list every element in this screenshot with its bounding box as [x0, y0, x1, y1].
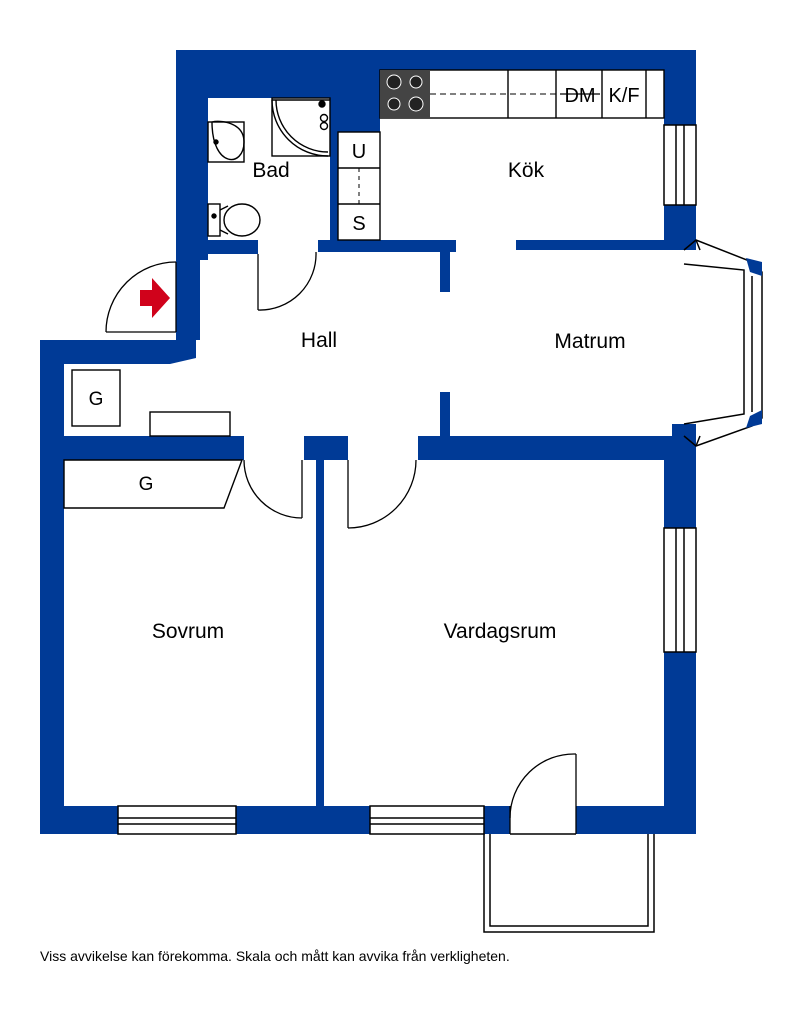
wardrobes — [63, 369, 244, 509]
fixture-label-kf: K/F — [608, 85, 639, 107]
wall-south-c — [484, 806, 510, 834]
wall-entrance — [40, 340, 196, 442]
wall-bath-right — [330, 70, 380, 132]
bay-window — [683, 239, 763, 447]
wall-entrance-post — [176, 250, 200, 340]
wardrobe-label-hall: G — [89, 389, 104, 410]
room-label-sovrum: Sovrum — [152, 620, 224, 643]
fixture-label-dm: DM — [564, 85, 595, 107]
wall-east-corner — [672, 424, 696, 460]
wall-mid-a — [40, 436, 244, 460]
bay-window-posts — [746, 258, 762, 428]
wall-bath-bottom-b — [318, 240, 456, 252]
fixture-label-u: U — [352, 141, 366, 163]
wall-mid-b — [304, 436, 348, 460]
toilet-icon — [207, 203, 261, 237]
room-label-hall: Hall — [301, 329, 337, 352]
entrance-arrow-icon — [140, 278, 170, 318]
wall-south-b — [236, 806, 370, 834]
disclaimer-text: Viss avvikelse kan förekomma. Skala och … — [40, 948, 510, 964]
room-label-vardagsrum: Vardagsrum — [444, 620, 557, 643]
room-label-bad: Bad — [252, 159, 289, 182]
wall-kitchen-right-upper — [664, 50, 696, 125]
balcony — [483, 833, 655, 933]
wall-east-lower — [664, 652, 696, 834]
wall-west — [40, 436, 64, 834]
room-label-kok: Kök — [508, 159, 545, 182]
shower-icon — [271, 97, 331, 157]
room-label-matrum: Matrum — [554, 330, 625, 353]
wall-top — [176, 50, 696, 70]
wall-divider — [316, 460, 324, 806]
doors — [105, 251, 577, 834]
wardrobe-label-sovrum: G — [139, 474, 154, 495]
fixture-label-s: S — [352, 213, 365, 235]
wall-kitchen-bottom — [516, 240, 696, 250]
sink-icon — [207, 120, 245, 163]
wall-bath-top-inner — [176, 70, 336, 98]
wall-stub-hall-lower — [440, 392, 450, 436]
wall-bath-right-lower — [330, 132, 338, 240]
stove-icon — [380, 70, 430, 118]
windows — [117, 124, 697, 835]
walls — [40, 50, 696, 834]
wall-stub-hall — [440, 250, 450, 292]
storage-column — [337, 131, 381, 241]
wall-mid-c — [418, 436, 696, 460]
wall-south-a — [40, 806, 118, 834]
